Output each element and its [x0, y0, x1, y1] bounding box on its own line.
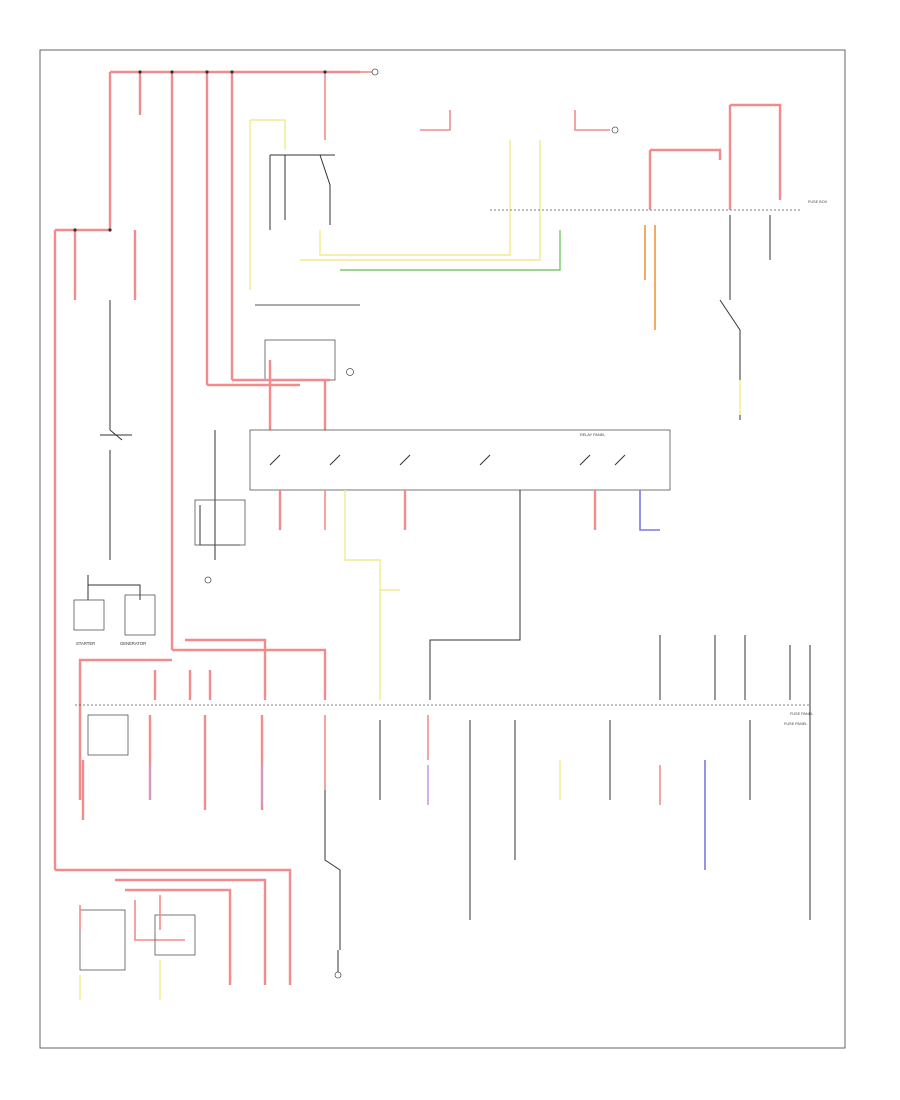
battery-feed-wires — [108, 68, 379, 650]
central-relay-panel: RELAY PANEL — [249, 429, 671, 700]
top-right-relays: FUSE BOX — [490, 103, 828, 420]
relay-panel-box — [249, 429, 671, 491]
starter-label: STARTER — [76, 641, 95, 646]
lower-middle-switch — [324, 790, 342, 979]
starter-symbol — [73, 599, 105, 631]
relay-panel-label: RELAY PANEL — [580, 433, 605, 437]
left-feed-wires — [53, 228, 137, 870]
fuse-panel-right-label: FUSE PANEL — [790, 712, 813, 716]
bottom-fuse-columns — [81, 635, 811, 920]
fuse-box-top-label: FUSE BOX — [808, 200, 828, 204]
lower-left-harness — [55, 868, 292, 1000]
starter-generator-block: STARTER GENERATOR — [73, 575, 156, 646]
generator-symbol — [124, 594, 156, 636]
ignition-switch-region — [207, 110, 561, 430]
generator-label: GENERATOR — [120, 641, 146, 646]
bottom-fuse-feed: FUSE PANEL — [75, 638, 810, 800]
diagram-frame — [39, 49, 846, 1049]
fuse-panel-bottom-label: FUSE PANEL — [784, 722, 807, 726]
fuse-panel-right-marker: FUSE PANEL — [790, 712, 813, 716]
left-mid-components — [194, 430, 246, 584]
